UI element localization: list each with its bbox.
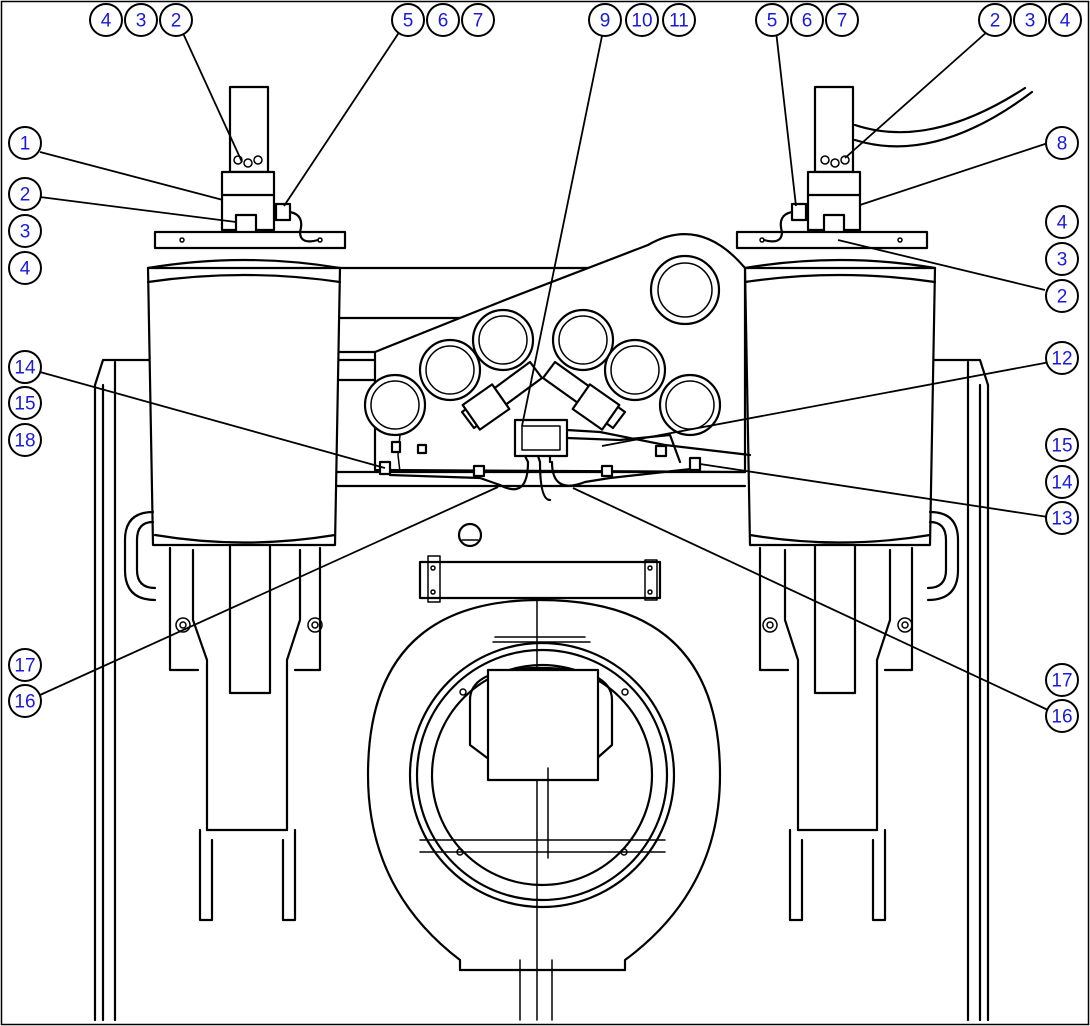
- svg-text:2: 2: [990, 11, 1001, 32]
- callout-8[interactable]: 8: [1045, 126, 1079, 160]
- callout-4[interactable]: 4: [89, 3, 123, 37]
- callout-2[interactable]: 2: [1045, 279, 1079, 313]
- svg-text:3: 3: [1025, 11, 1036, 32]
- callout-13[interactable]: 13: [1045, 501, 1079, 535]
- callout-3[interactable]: 3: [8, 214, 42, 248]
- svg-text:4: 4: [101, 11, 112, 32]
- svg-text:17: 17: [14, 656, 35, 677]
- svg-text:13: 13: [1051, 509, 1072, 530]
- svg-text:2: 2: [1057, 287, 1068, 308]
- svg-text:16: 16: [1051, 707, 1072, 728]
- left-strut: [123, 85, 347, 922]
- svg-text:5: 5: [767, 11, 778, 32]
- callout-6[interactable]: 6: [790, 3, 824, 37]
- svg-text:9: 9: [600, 11, 611, 32]
- svg-text:16: 16: [14, 692, 35, 713]
- valve-brackets: [460, 360, 627, 431]
- svg-text:7: 7: [473, 11, 484, 32]
- svg-text:4: 4: [1060, 11, 1071, 32]
- svg-text:18: 18: [14, 431, 35, 452]
- svg-text:3: 3: [1057, 250, 1068, 271]
- callout-15[interactable]: 15: [1045, 428, 1079, 462]
- svg-text:12: 12: [1051, 349, 1072, 370]
- svg-text:4: 4: [20, 259, 31, 280]
- callout-2[interactable]: 2: [978, 3, 1012, 37]
- callout-1[interactable]: 1: [8, 126, 42, 160]
- svg-text:3: 3: [20, 222, 31, 243]
- callout-7[interactable]: 7: [825, 3, 859, 37]
- svg-text:15: 15: [14, 394, 35, 415]
- callout-3[interactable]: 3: [124, 3, 158, 37]
- svg-text:2: 2: [171, 11, 182, 32]
- callout-17[interactable]: 17: [1045, 663, 1079, 697]
- leader-lines: [39, 30, 1051, 711]
- svg-text:10: 10: [631, 11, 652, 32]
- svg-text:6: 6: [802, 11, 813, 32]
- accumulators: [363, 308, 722, 437]
- callout-2[interactable]: 2: [159, 3, 193, 37]
- svg-text:1: 1: [20, 134, 31, 155]
- callout-18[interactable]: 18: [8, 423, 42, 457]
- callout-15[interactable]: 15: [8, 386, 42, 420]
- callout-5[interactable]: 5: [391, 3, 425, 37]
- callout-16[interactable]: 16: [1045, 699, 1079, 733]
- callout-17[interactable]: 17: [8, 648, 42, 682]
- callout-4[interactable]: 4: [8, 251, 42, 285]
- callout-12[interactable]: 12: [1045, 341, 1079, 375]
- junction-box: [513, 418, 569, 464]
- callout-10[interactable]: 10: [625, 3, 659, 37]
- svg-text:8: 8: [1057, 134, 1068, 155]
- hitch-assembly: [366, 522, 722, 972]
- callout-14[interactable]: 14: [1045, 465, 1079, 499]
- wiring-harness: [378, 428, 752, 502]
- callout-4[interactable]: 4: [1045, 205, 1079, 239]
- callout-5[interactable]: 5: [755, 3, 789, 37]
- callout-11[interactable]: 11: [662, 3, 696, 37]
- callout-3[interactable]: 3: [1013, 3, 1047, 37]
- svg-text:15: 15: [1051, 436, 1072, 457]
- svg-text:14: 14: [1051, 473, 1073, 494]
- svg-text:14: 14: [14, 358, 36, 379]
- callout-7[interactable]: 7: [461, 3, 495, 37]
- svg-text:5: 5: [403, 11, 414, 32]
- svg-text:11: 11: [669, 11, 689, 32]
- callout-4[interactable]: 4: [1048, 3, 1082, 37]
- svg-text:7: 7: [837, 11, 848, 32]
- svg-text:6: 6: [438, 11, 449, 32]
- callout-9[interactable]: 9: [588, 3, 622, 37]
- right-strut: [735, 85, 1034, 922]
- svg-text:2: 2: [20, 185, 31, 206]
- callout-6[interactable]: 6: [426, 3, 460, 37]
- callout-2[interactable]: 2: [8, 177, 42, 211]
- svg-text:4: 4: [1057, 213, 1068, 234]
- svg-text:3: 3: [136, 11, 147, 32]
- callout-14[interactable]: 14: [8, 350, 42, 384]
- callout-3[interactable]: 3: [1045, 242, 1079, 276]
- callout-16[interactable]: 16: [8, 684, 42, 718]
- svg-text:17: 17: [1051, 671, 1072, 692]
